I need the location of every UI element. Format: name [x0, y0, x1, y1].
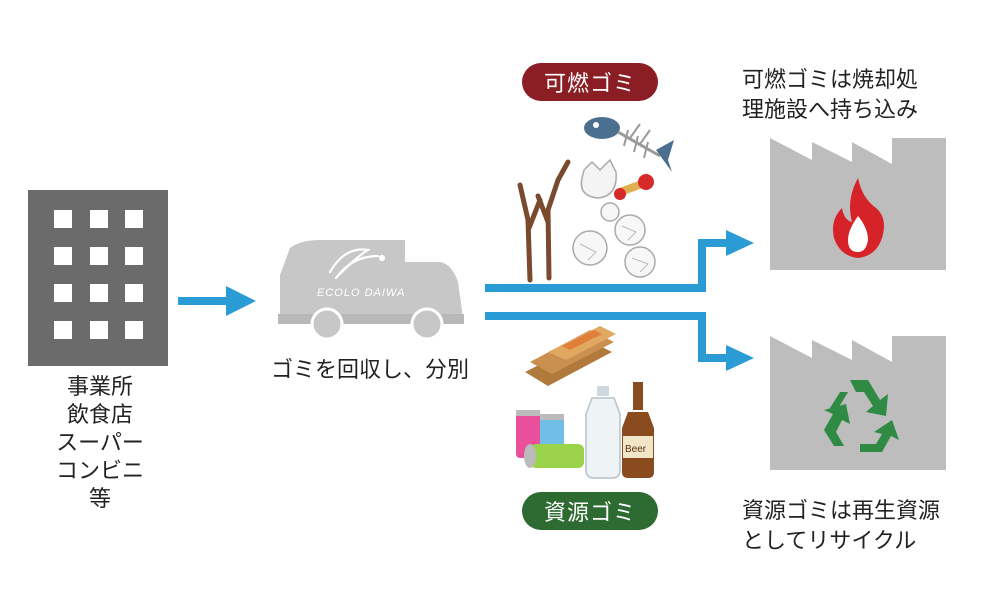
source-line: スーパー	[56, 431, 144, 456]
recycle-icon	[824, 380, 899, 452]
source-line: 等	[88, 487, 111, 512]
caption-line: としてリサイクル	[742, 529, 917, 554]
beer-bottle-icon: Beer	[622, 382, 654, 478]
resource-destination-text: 資源ゴミは再生資源 としてリサイクル	[742, 497, 1000, 557]
flame-icon	[833, 178, 884, 258]
source-line: コンビニ	[55, 459, 144, 484]
truck-caption: ゴミを回収し、分別	[270, 358, 469, 383]
source-line: 飲食店	[66, 403, 133, 428]
burnable-waste-badge: 可燃ゴミ	[522, 63, 658, 101]
blue-can-icon	[540, 414, 564, 458]
green-can-icon	[524, 444, 584, 468]
source-line: 事業所	[66, 375, 133, 400]
cardboard-icon	[525, 326, 616, 386]
plastic-bottle-icon	[585, 386, 621, 479]
pink-can-icon	[516, 410, 540, 458]
caption-line: 可燃ゴミは焼却処	[742, 68, 919, 93]
source-label: 事業所 飲食店 スーパー コンビニ 等	[20, 374, 180, 514]
apple-core-icon	[614, 174, 654, 200]
caption-line: 資源ゴミは再生資源	[742, 499, 941, 524]
burnable-destination-text: 可燃ゴミは焼却処 理施設へ持ち込み	[742, 66, 982, 126]
beer-label: Beer	[625, 444, 647, 455]
fish-bone-icon	[584, 117, 674, 172]
truck-logo-text: ECOLO DAIWA	[317, 287, 405, 299]
resource-waste-badge: 資源ゴミ	[522, 492, 658, 530]
caption-line: 理施設へ持ち込み	[742, 98, 919, 123]
